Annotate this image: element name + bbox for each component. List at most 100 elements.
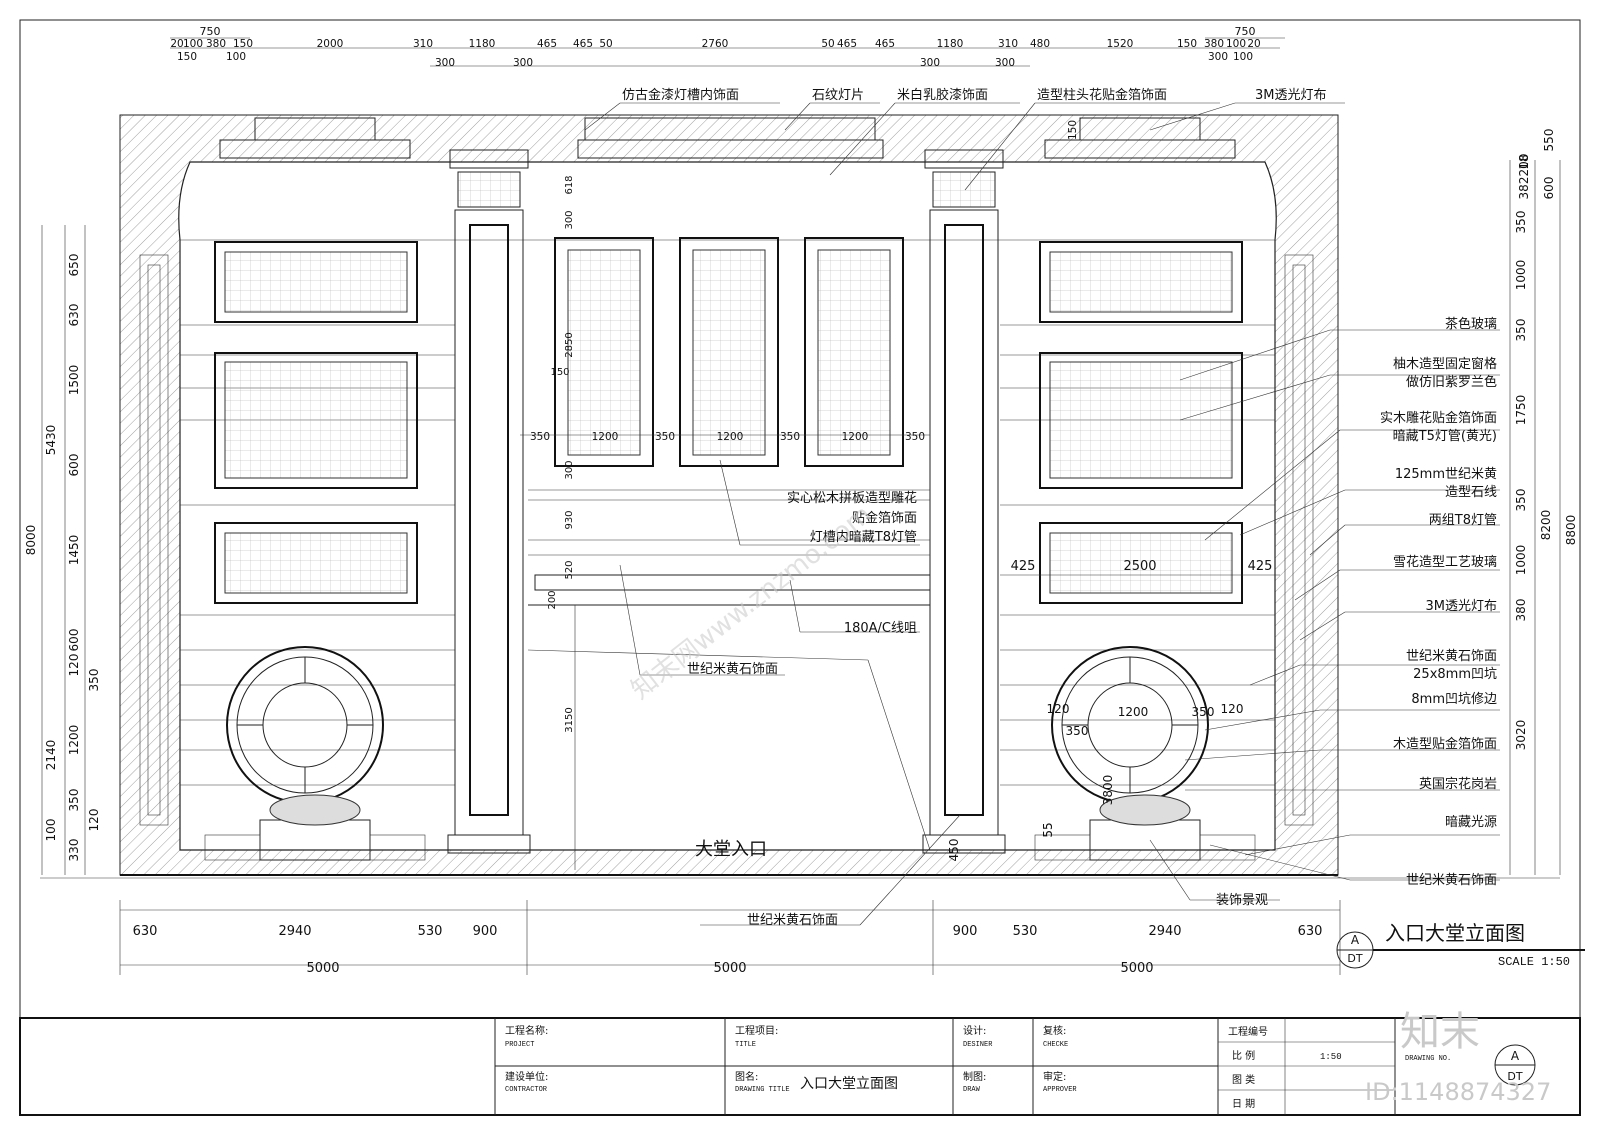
circle-dim: 350 [1066,724,1089,738]
top-dim-row3: 300 [513,57,533,69]
top-dim-row2: 1180 [469,38,496,50]
top-dim-row3: 150 [177,51,197,63]
right-dim: 200 [1517,154,1531,177]
tb-scale-cn: 比 例 [1232,1049,1255,1062]
callout-center: 180A/C线咀 [844,621,917,636]
tb-project-en: PROJECT [505,1041,534,1049]
top-dim-row2: 380 [206,38,226,50]
center-dim: 3150 [564,707,575,732]
tb-draw-cn: 制图: [963,1070,986,1083]
drawing-ref-bottom: DT [1347,952,1362,965]
callout-top: 米白乳胶漆饰面 [897,87,988,103]
bottom-dim: 900 [953,924,978,939]
callout-right: 雪花造型工艺玻璃 [1393,554,1497,570]
center-dim: 2850 [564,332,575,357]
left-dim: 630 [67,304,81,327]
top-dim-row2: 50 [599,38,612,50]
right-dim: 382 [1517,177,1531,200]
top-dim-row3: 300 [1208,51,1228,63]
bottom-total-dim: 5000 [306,961,339,976]
bottom-dim: 530 [1013,924,1038,939]
top-dim-row2: 480 [1030,38,1050,50]
top-dim-row2: 100 [183,38,203,50]
callout-top: 石纹灯片 [812,88,864,103]
tb-drawing-no: DRAWING NO. [1405,1055,1451,1063]
bottom-dim: 630 [133,924,158,939]
tb-drawing-title-en: DRAWING TITLE [735,1086,790,1094]
right-window-dim: 425 [1248,559,1273,574]
mid-row-dim: 350 [655,431,675,443]
right-dim: 350 [1514,489,1528,512]
bottom-dim: 900 [473,924,498,939]
top-dim-row2: 2760 [702,38,729,50]
tb-number-cn: 工程编号 [1228,1025,1268,1038]
building-elevation [40,114,1560,879]
callout-right: 木造型贴金箔饰面 [1393,736,1497,752]
top-dim-row3: 300 [920,57,940,69]
top-dim-row2: 50 [821,38,834,50]
left-dim: 1500 [67,365,81,396]
center-dim: 300 [564,460,575,479]
tb-draw-en: DRAW [963,1086,981,1094]
top-dim-row2: 465 [573,38,593,50]
top-dim-row1: 750 [200,25,221,38]
callout-center: 世纪米黄石饰面 [747,913,838,928]
circle-dim: 450 [947,839,961,862]
callout-right: 做仿旧紫罗兰色 [1406,374,1497,390]
callout-right: 实木雕花贴金箔饰面 [1380,410,1497,426]
left-dim: 600 [67,629,81,652]
circle-dim: 350 [1192,705,1215,719]
tb-scale-value: 1:50 [1320,1052,1342,1062]
left-dim: 2140 [44,740,58,771]
entrance-label: 大堂入口 [695,839,767,860]
top-dim-row2: 310 [998,38,1018,50]
left-dim: 5430 [44,425,58,456]
callout-right: 25x8mm凹坑 [1413,667,1497,682]
top-dim-row2: 465 [537,38,557,50]
center-dim: 930 [564,510,575,529]
bottom-total-dim: 5000 [713,961,746,976]
callout-right: 英国宗花岗岩 [1419,776,1497,792]
right-dim: 8800 [1564,515,1578,546]
mid-row-dim: 1200 [717,431,744,443]
top-dim-row2: 465 [875,38,895,50]
tb-approve-en: APPROVER [1043,1086,1077,1094]
bottom-total-dim: 5000 [1120,961,1153,976]
circle-dim: 55 [1041,822,1055,837]
tb-contractor-en: CONTRACTOR [505,1086,548,1094]
top-dim-row2: 2000 [317,38,344,50]
callout-center: 装饰景观 [1216,893,1268,908]
left-dim: 120 [67,654,81,677]
bottom-dim: 630 [1298,924,1323,939]
right-dim: 380 [1514,599,1528,622]
top-dim-row2: 1180 [937,38,964,50]
right-window-dim: 425 [1011,559,1036,574]
tb-contractor-cn: 建设单位: [505,1070,548,1083]
right-dim: 350 [1514,319,1528,342]
tb-check-en: CHECKE [1043,1041,1068,1049]
mid-row-dim: 1200 [592,431,619,443]
callout-center: 贴金箔饰面 [852,510,917,526]
right-dim: 1750 [1514,395,1528,426]
callout-top: 3M透光灯布 [1255,88,1327,103]
left-dim: 120 [87,809,101,832]
tb-design-en: DESINER [963,1041,993,1049]
top-dim-row1: 750 [1235,25,1256,38]
circle-dim: 3800 [1101,775,1115,806]
left-dim: 330 [67,839,81,862]
callout-right: 8mm凹坑修边 [1411,692,1497,707]
left-dim: 600 [67,454,81,477]
circle-dim: 120 [1221,702,1244,716]
callout-right: 世纪米黄石饰面 [1406,873,1497,888]
bottom-dim: 2940 [1148,924,1181,939]
title-block [19,1017,1581,1116]
left-dim: 1200 [67,725,81,756]
mid-row-dim: 350 [905,431,925,443]
tb-item-en: TITLE [735,1041,756,1049]
top-dim-row2: 465 [837,38,857,50]
left-dim: 650 [67,254,81,277]
callout-right: 柚木造型固定窗格 [1393,356,1497,372]
right-dim: 550 [1542,129,1556,152]
top-dim-row2: 150 [1177,38,1197,50]
